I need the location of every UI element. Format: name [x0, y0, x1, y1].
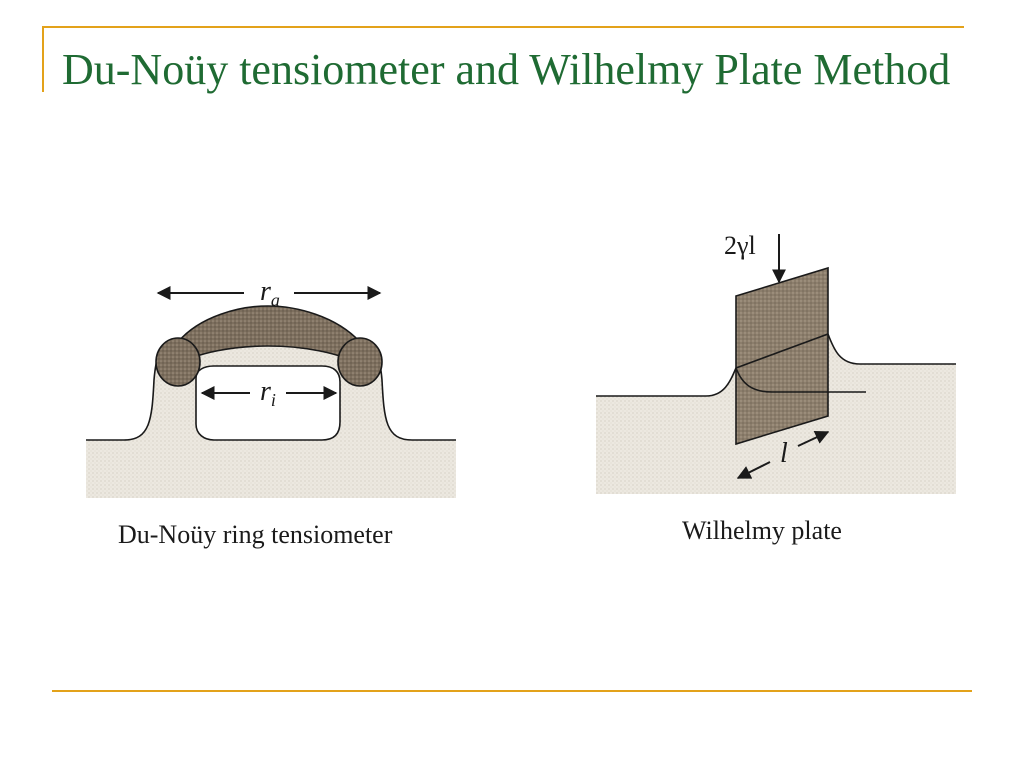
- plate-diagram: 2γl l: [596, 231, 956, 494]
- length-arrow-upper: [797, 430, 830, 447]
- wilhelmy-plate: [735, 266, 829, 446]
- inner-radius-label: ri: [260, 376, 276, 410]
- length-label: l: [780, 438, 788, 469]
- accent-line-vertical: [42, 26, 44, 92]
- ring-caption: Du-Noüy ring tensiometer: [118, 520, 393, 549]
- force-label: 2γl: [724, 231, 756, 260]
- ring-diagram: ra ri: [86, 276, 456, 498]
- outer-radius-label: ra: [260, 276, 280, 310]
- ring-inner-cavity: [195, 365, 341, 441]
- plate-meniscus-line: [735, 367, 866, 393]
- slide-title: Du-Noüy tensiometer and Wilhelmy Plate M…: [62, 45, 951, 94]
- plate-immersion-line: [735, 333, 829, 369]
- plate-caption: Wilhelmy plate: [682, 516, 842, 545]
- ring-left-section: [155, 337, 201, 387]
- ring-right-section: [337, 337, 383, 387]
- accent-line-top: [42, 26, 964, 28]
- accent-line-bottom: [52, 690, 972, 692]
- plate-surface-line-right: [827, 333, 956, 365]
- length-arrow-lower: [736, 461, 771, 479]
- plate-surface-line: [596, 367, 737, 397]
